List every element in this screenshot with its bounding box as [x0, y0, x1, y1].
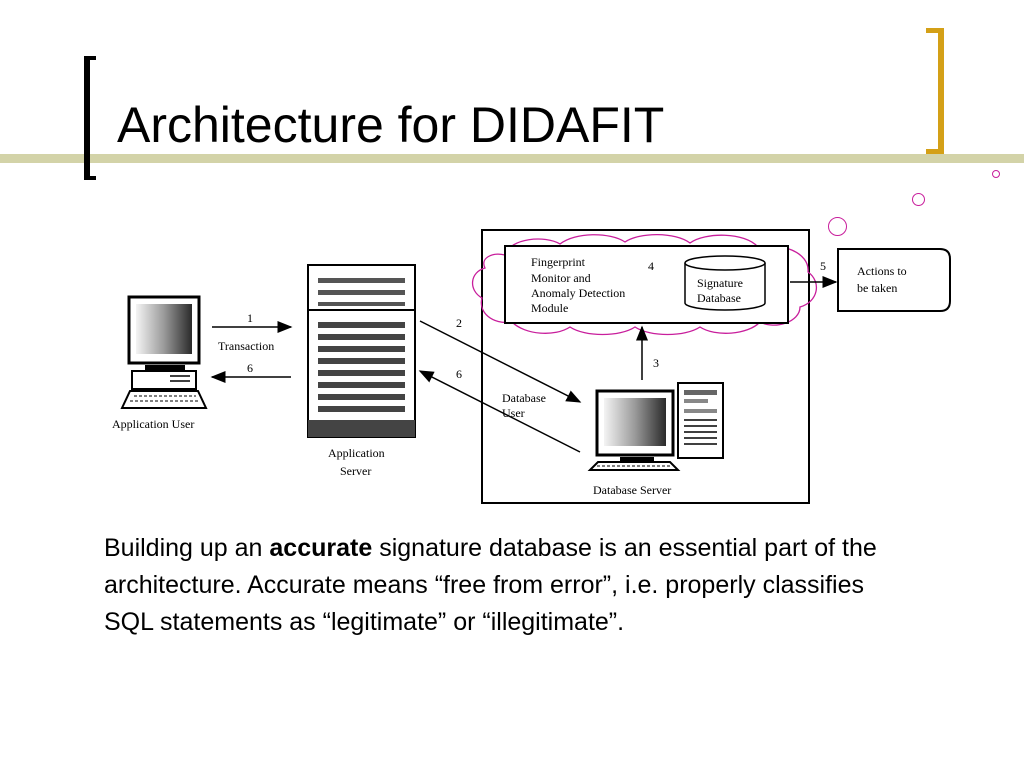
application-server-label-line2: Server [340, 464, 371, 478]
decorative-circle-medium [912, 193, 925, 206]
actions-label-line2: be taken [857, 281, 897, 295]
body-text-start: Building up an [104, 534, 270, 562]
actions-box [837, 248, 951, 312]
db-request-step-number: 2 [456, 316, 462, 330]
database-server-label: Database Server [593, 483, 671, 497]
body-text-bold: accurate [269, 534, 373, 562]
slide-title: Architecture for DIDAFIT [117, 97, 665, 153]
actions-step-number: 5 [820, 259, 826, 273]
database-user-label-line1: Database [502, 391, 546, 405]
left-bracket [84, 56, 96, 180]
title-rule [0, 154, 1024, 163]
decorative-circle-large [828, 217, 847, 236]
right-bracket [926, 28, 944, 154]
transaction-step-number: 1 [247, 311, 253, 325]
return-step-number: 6 [247, 361, 253, 375]
signature-database-label-line1: Signature [697, 276, 743, 290]
module-label-line4: Module [531, 301, 568, 315]
step3-number: 3 [653, 356, 659, 370]
db-return-step-number: 6 [456, 367, 462, 381]
application-server-icon [307, 264, 416, 438]
module-step-number: 4 [648, 259, 654, 273]
body-text-end: signature database is an essential part … [104, 534, 877, 636]
database-server-computer-icon [587, 382, 724, 471]
application-user-computer-icon [120, 295, 208, 409]
db-return-arrow [418, 370, 581, 453]
signature-database-label-line2: Database [697, 291, 741, 305]
application-server-label-line1: Application [328, 446, 385, 460]
module-label-line3: Anomaly Detection [531, 286, 625, 300]
database-user-label-line2: User [502, 406, 525, 420]
db-request-arrow [419, 320, 582, 403]
module-label-line2: Monitor and [531, 271, 591, 285]
database-server-enclosure [481, 229, 810, 504]
actions-label-line1: Actions to [857, 264, 907, 278]
transaction-label: Transaction [218, 339, 274, 353]
signature-database-icon [684, 255, 766, 311]
application-user-label: Application User [112, 417, 194, 431]
body-paragraph: Building up an accurate signature databa… [104, 530, 894, 641]
module-label-line1: Fingerprint [531, 255, 586, 269]
decorative-circle-small [992, 170, 1000, 178]
